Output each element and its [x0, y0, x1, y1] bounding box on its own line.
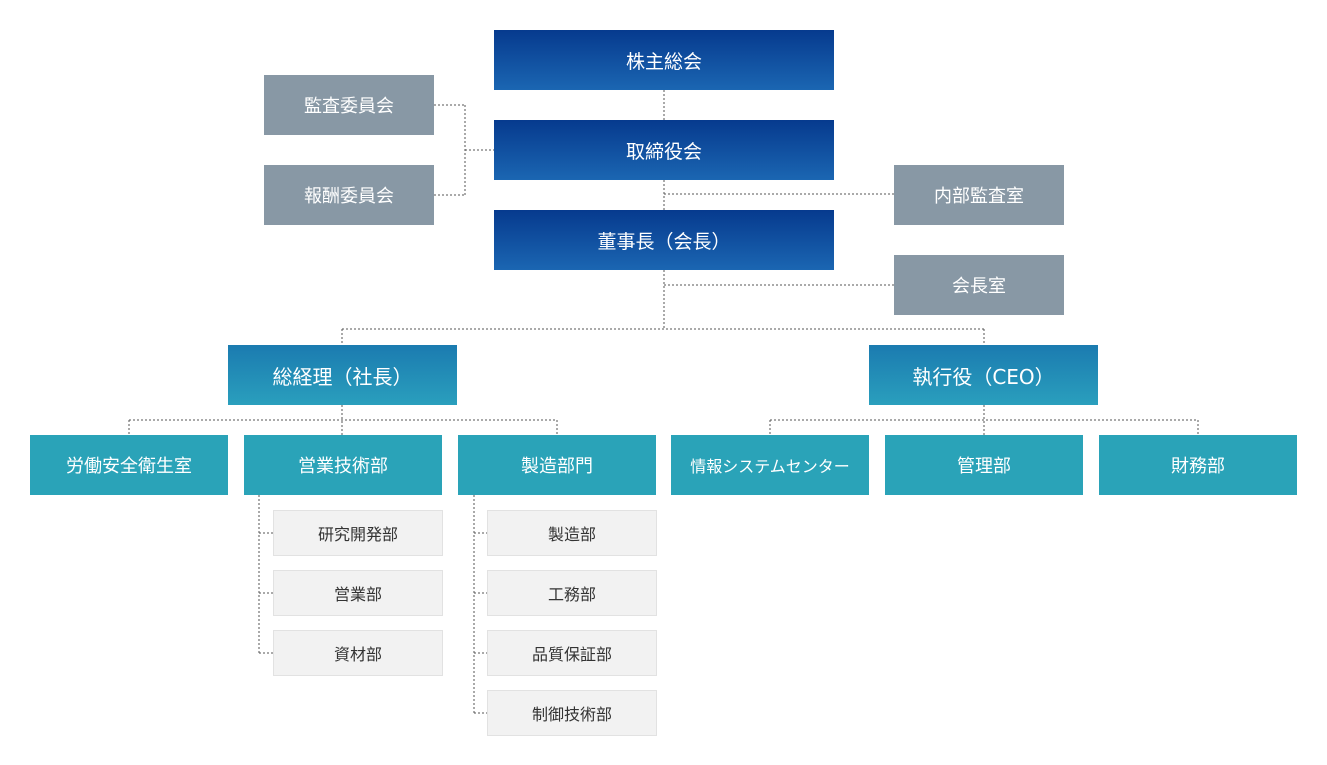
node-label: 報酬委員会: [304, 186, 394, 207]
node-label: 営業技術部: [298, 456, 388, 477]
node-dept-sales-tech: 営業技術部: [244, 435, 442, 495]
node-label: 資材部: [333, 645, 382, 664]
node-sub-rnd: 研究開発部: [273, 510, 443, 556]
node-sub-quality-assurance: 品質保証部: [487, 630, 657, 676]
node-label: 制御技術部: [531, 705, 612, 724]
node-dept-admin: 管理部: [885, 435, 1083, 495]
node-label: 情報システムセンター: [690, 457, 850, 476]
node-label: 取締役会: [625, 140, 702, 163]
node-sub-production: 製造部: [487, 510, 657, 556]
node-label: 研究開発部: [317, 525, 398, 544]
node-dept-safety: 労働安全衛生室: [30, 435, 228, 495]
node-label: 労働安全衛生室: [66, 456, 192, 477]
node-sub-control-tech: 制御技術部: [487, 690, 657, 736]
node-label: 監査委員会: [304, 96, 394, 117]
node-ceo: 執行役（CEO）: [869, 345, 1098, 405]
node-label: 執行役（CEO）: [912, 364, 1055, 389]
node-label: 財務部: [1171, 456, 1225, 477]
node-dept-finance: 財務部: [1099, 435, 1297, 495]
node-chairman: 董事長（会長）: [494, 210, 834, 270]
node-general-manager: 総経理（社長）: [228, 345, 457, 405]
node-dept-manufacturing: 製造部門: [458, 435, 656, 495]
node-label: 総経理（社長）: [272, 364, 413, 389]
node-label: 製造部: [547, 525, 596, 544]
node-label: 株主総会: [625, 50, 702, 73]
node-label: 工務部: [547, 585, 596, 604]
node-internal-audit-office: 内部監査室: [894, 165, 1064, 225]
node-chairman-office: 会長室: [894, 255, 1064, 315]
node-sub-materials: 資材部: [273, 630, 443, 676]
node-label: 営業部: [333, 585, 382, 604]
node-label: 董事長（会長）: [597, 230, 731, 253]
node-dept-it-center: 情報システムセンター: [671, 435, 869, 495]
node-sub-sales: 営業部: [273, 570, 443, 616]
node-label: 管理部: [957, 456, 1011, 477]
node-label: 内部監査室: [934, 186, 1024, 207]
node-sub-engineering: 工務部: [487, 570, 657, 616]
node-label: 品質保証部: [531, 645, 612, 664]
node-audit-committee: 監査委員会: [264, 75, 434, 135]
node-board-of-directors: 取締役会: [494, 120, 834, 180]
node-shareholders-meeting: 株主総会: [494, 30, 834, 90]
node-label: 製造部門: [521, 456, 593, 477]
node-label: 会長室: [952, 276, 1006, 297]
node-compensation-committee: 報酬委員会: [264, 165, 434, 225]
